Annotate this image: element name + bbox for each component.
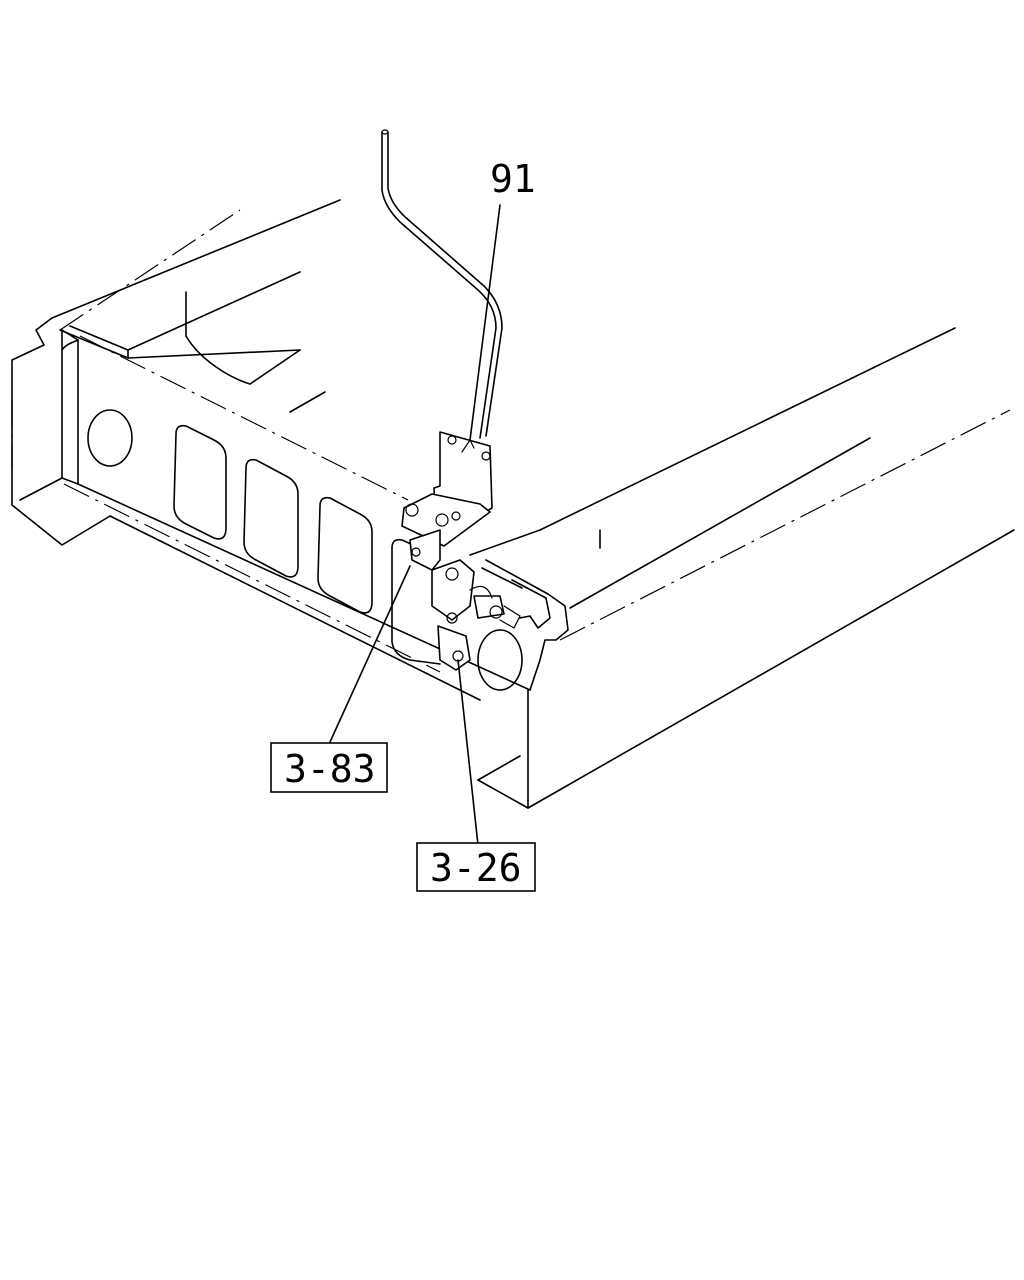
control-rod [381,129,503,439]
callout-3-26: 3-26 [430,846,522,890]
leader-lines [329,204,501,846]
callout-91: 91 [490,157,536,201]
callout-box-3-26: 3-26 [416,842,536,892]
side-rail [469,327,1015,809]
callout-box-3-83: 3-83 [270,742,388,793]
callout-3-83: 3-83 [284,747,376,791]
mounting-bracket [401,431,521,671]
